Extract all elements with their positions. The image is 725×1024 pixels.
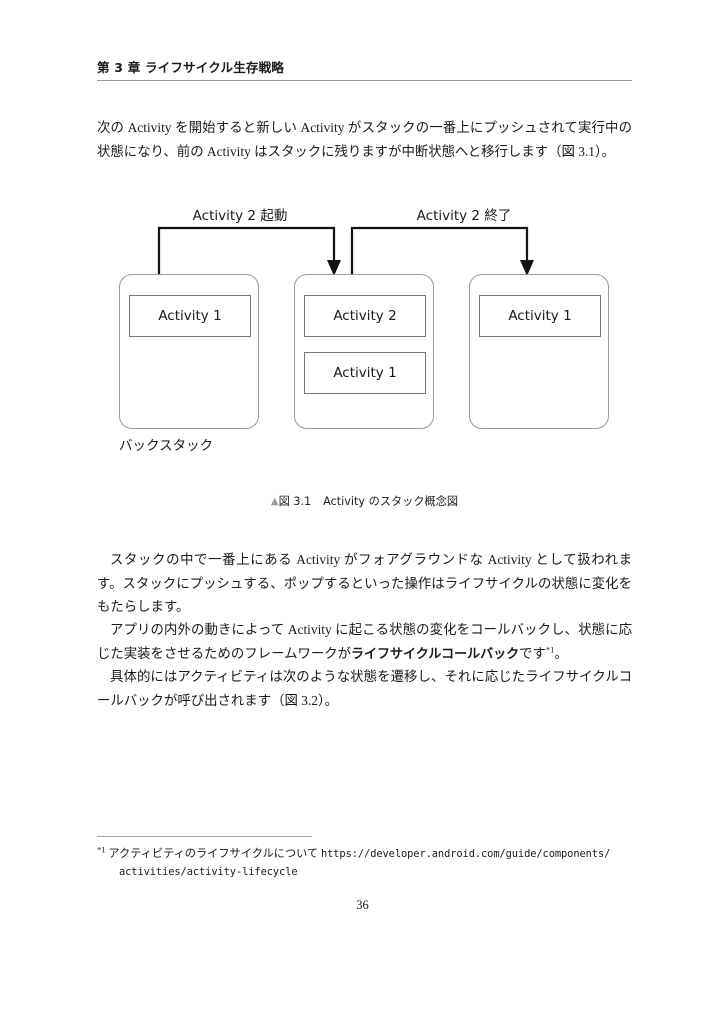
paragraph-text: アプリの内外の動きによって Activity に起こる状態の変化をコールバックし… — [97, 618, 632, 666]
caption-number: 図 3.1 — [278, 495, 312, 508]
activity-box: Activity 1 — [479, 295, 601, 337]
chapter-title: 第 3 章 ライフサイクル生存戦略 — [97, 60, 285, 75]
activity-box: Activity 1 — [304, 352, 426, 394]
running-header: 第 3 章 ライフサイクル生存戦略 — [97, 60, 632, 76]
figure-label-activity2-end: Activity 2 終了 — [416, 208, 512, 224]
footnote-block: *1 アクティビティのライフサイクルについて https://developer… — [97, 845, 637, 881]
stack-right: Activity 1 — [469, 274, 609, 429]
figure-3-1: Activity 2 起動 Activity 2 終了 Activity 1 A… — [97, 196, 632, 486]
footnote-text: アクティビティのライフサイクルについて — [108, 848, 319, 860]
stack-left: Activity 1 — [119, 274, 259, 429]
stack-middle: Activity 2 Activity 1 — [294, 274, 434, 429]
term-lifecycle-callback: ライフサイクルコールバック — [351, 646, 520, 662]
figure-caption: ▲図 3.1 Activity のスタック概念図 — [97, 493, 632, 509]
paragraph-intro: 次の Activity を開始すると新しい Activity がスタックの一番上… — [97, 116, 632, 163]
paragraph-text: 具体的にはアクティビティは次のような状態を遷移し、それに応じたライフサイクルコー… — [97, 669, 632, 708]
caption-triangle-icon: ▲ — [270, 496, 279, 507]
paragraph-lead: アプリの内外の動きによって Activity に起こる状態の変化をコールバックし… — [97, 622, 632, 661]
paragraph-end: 。 — [554, 645, 568, 661]
activity-box: Activity 2 — [304, 295, 426, 337]
paragraph-foreground: スタックの中で一番上にある Activity がフォアグラウンドな Activi… — [97, 548, 632, 619]
footnote-url-line-1[interactable]: https://developer.android.com/guide/comp… — [320, 848, 611, 860]
paragraph-text: スタックの中で一番上にある Activity がフォアグラウンドな Activi… — [97, 552, 632, 614]
paragraph-tail: です — [519, 645, 546, 661]
paragraph-text: 次の Activity を開始すると新しい Activity がスタックの一番上… — [97, 120, 632, 159]
paragraph-states: 具体的にはアクティビティは次のような状態を遷移し、それに応じたライフサイクルコー… — [97, 665, 632, 712]
footnote-marker: *1 — [97, 844, 106, 855]
caption-text: Activity のスタック概念図 — [323, 495, 459, 508]
header-rule — [97, 80, 632, 81]
footnote-url-line-2[interactable]: activities/activity-lifecycle — [119, 866, 298, 878]
backstack-label: バックスタック — [119, 438, 214, 454]
paragraph-lifecycle-callback: アプリの内外の動きによって Activity に起こる状態の変化をコールバックし… — [97, 618, 632, 666]
footnote-separator — [97, 836, 312, 838]
footnote-reference[interactable]: *1 — [545, 644, 555, 655]
page-number: 36 — [356, 898, 369, 912]
activity-box: Activity 1 — [129, 295, 251, 337]
figure-label-activity2-start: Activity 2 起動 — [192, 208, 288, 224]
